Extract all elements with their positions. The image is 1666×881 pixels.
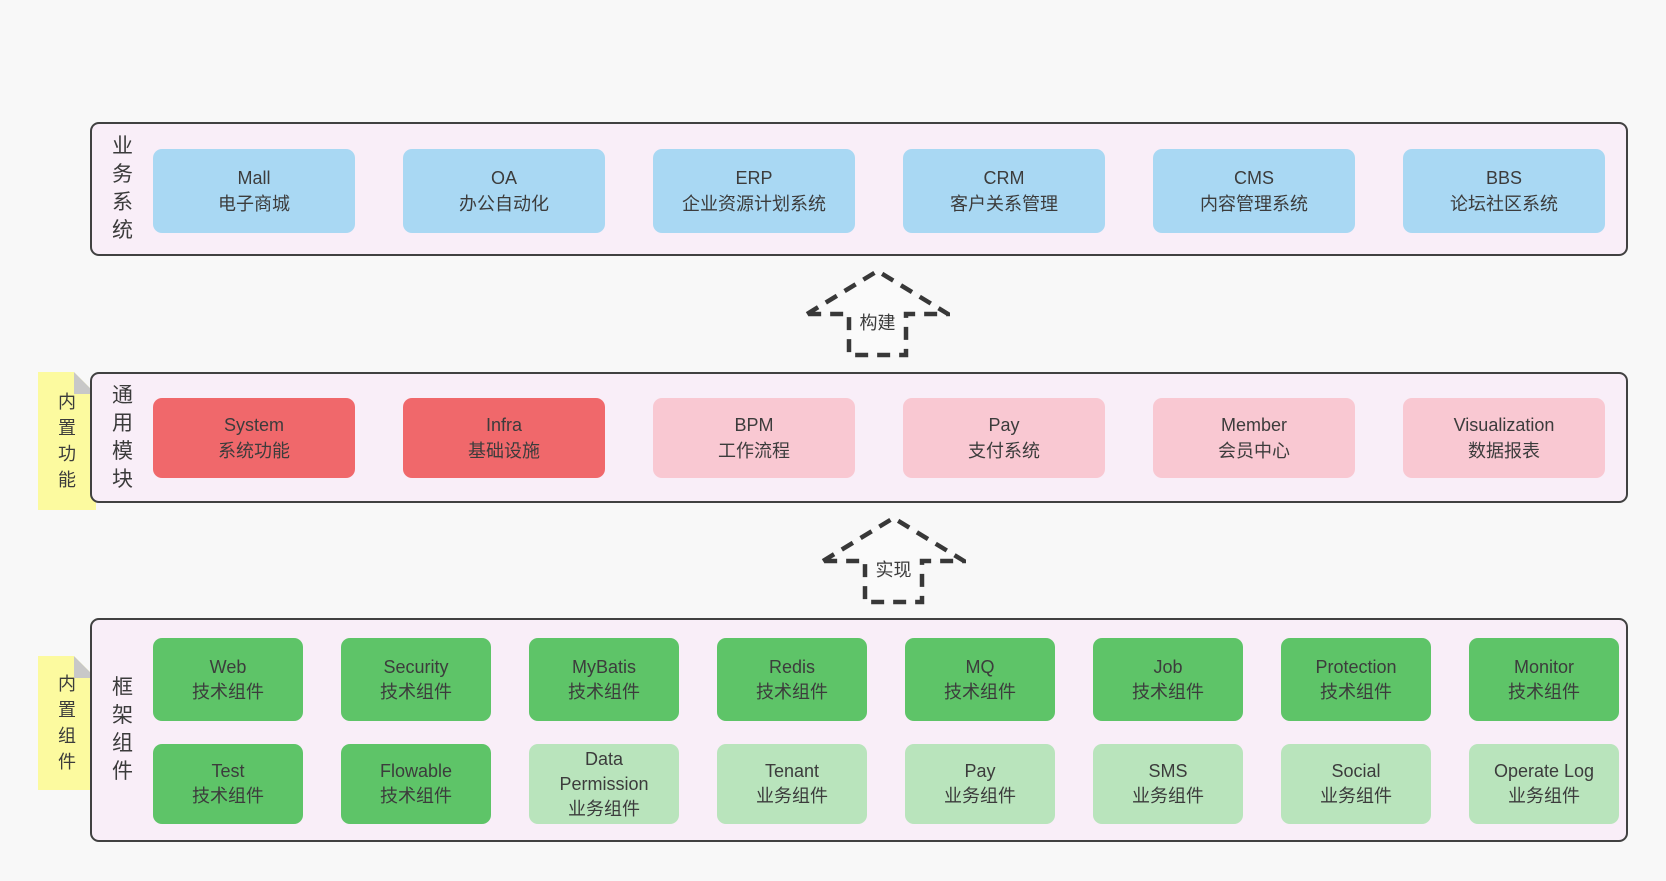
sticky-label: 内置功能 xyxy=(58,392,76,490)
up-arrow-icon xyxy=(821,515,966,605)
arrow-label: 构建 xyxy=(859,313,896,333)
sticky-note-built-in-components: 内置组件 xyxy=(38,656,96,790)
layer-label: 框架组件 xyxy=(112,676,133,783)
dashed-up-arrow-implement: 实现 xyxy=(821,515,966,605)
layer-label: 业务系统 xyxy=(112,135,133,242)
sticky-label: 内置组件 xyxy=(58,674,76,772)
layer-label: 通用模块 xyxy=(112,383,133,491)
dashed-up-arrow-build: 构建 xyxy=(805,268,950,358)
sticky-note-built-in-features: 内置功能 xyxy=(38,372,96,510)
arrow-label: 实现 xyxy=(875,560,912,580)
up-arrow-icon xyxy=(805,268,950,358)
